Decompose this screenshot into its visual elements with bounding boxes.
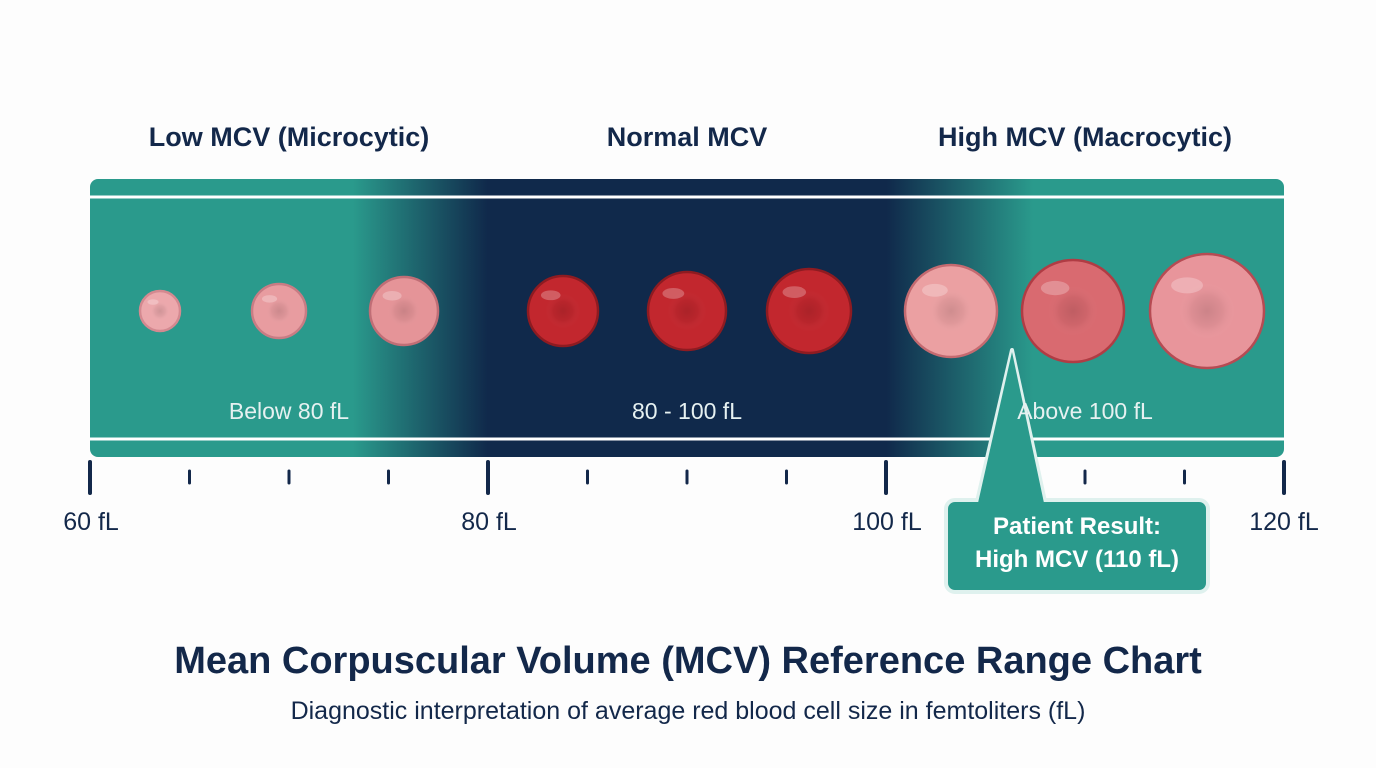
rbc-cell-highlight	[147, 299, 159, 305]
tick-label-120: 120 fL	[1249, 508, 1319, 536]
rbc-cell-center	[667, 291, 707, 331]
patient-result-label: Patient Result:	[992, 513, 1162, 540]
rbc-cell-normal-4	[526, 274, 600, 348]
rbc-cell-highlight	[1040, 280, 1070, 296]
rbc-cell-normal-5	[646, 270, 728, 352]
zone-title-low: Low MCV (Microcytic)	[148, 122, 430, 152]
callout-box	[944, 498, 1210, 594]
zone-range-low: Below 80 fL	[228, 398, 350, 424]
rbc-cell-center	[545, 293, 581, 329]
cells-layer	[138, 252, 1266, 370]
rbc-cell-highlight	[1171, 277, 1204, 294]
chart-title: Mean Corpuscular Volume (MCV) Reference …	[174, 640, 1202, 682]
rbc-cell-center	[387, 294, 421, 328]
zone-title-normal: Normal MCV	[606, 122, 768, 152]
zone-range-high: Above 100 fL	[1017, 398, 1153, 424]
rbc-cell-center	[1047, 285, 1099, 337]
rbc-cell-low-2	[250, 282, 308, 340]
rbc-cell-highlight	[782, 286, 807, 298]
rbc-cell-center	[150, 301, 170, 321]
rbc-cell-highlight	[662, 287, 685, 299]
tick-label-100: 100 fL	[852, 508, 922, 536]
axis-ticks	[88, 460, 1286, 495]
rbc-cell-low-1	[138, 289, 182, 333]
zone-title-high: High MCV (Macrocytic)	[937, 122, 1233, 152]
rbc-cell-low-3	[368, 275, 440, 347]
rbc-cell-high-8	[1020, 258, 1126, 364]
zone-range-normal: 80 - 100 fL	[632, 398, 742, 424]
tick-label-80: 80 fL	[461, 508, 517, 536]
tick-label-60: 60 fL	[63, 508, 119, 536]
rbc-cell-center	[928, 288, 974, 334]
rbc-cell-highlight	[261, 295, 278, 303]
rbc-cell-highlight	[382, 290, 402, 301]
patient-result-text: Patient Result: High MCV (110 fL)	[950, 510, 1204, 576]
rbc-cell-center	[788, 290, 830, 332]
rbc-cell-highlight	[922, 283, 948, 297]
rbc-cell-high-9	[1148, 252, 1266, 370]
callout-joint	[978, 352, 1044, 503]
rbc-cell-center	[265, 297, 293, 325]
rbc-cell-highlight	[540, 290, 561, 301]
chart-subtitle: Diagnostic interpretation of average red…	[290, 697, 1086, 725]
rbc-cell-normal-6	[765, 267, 853, 355]
patient-result-value: High MCV (110 fL)	[974, 546, 1179, 573]
rbc-cell-center	[1178, 282, 1236, 340]
rbc-cell-high-7	[903, 263, 999, 359]
patient-result-callout	[944, 348, 1210, 594]
